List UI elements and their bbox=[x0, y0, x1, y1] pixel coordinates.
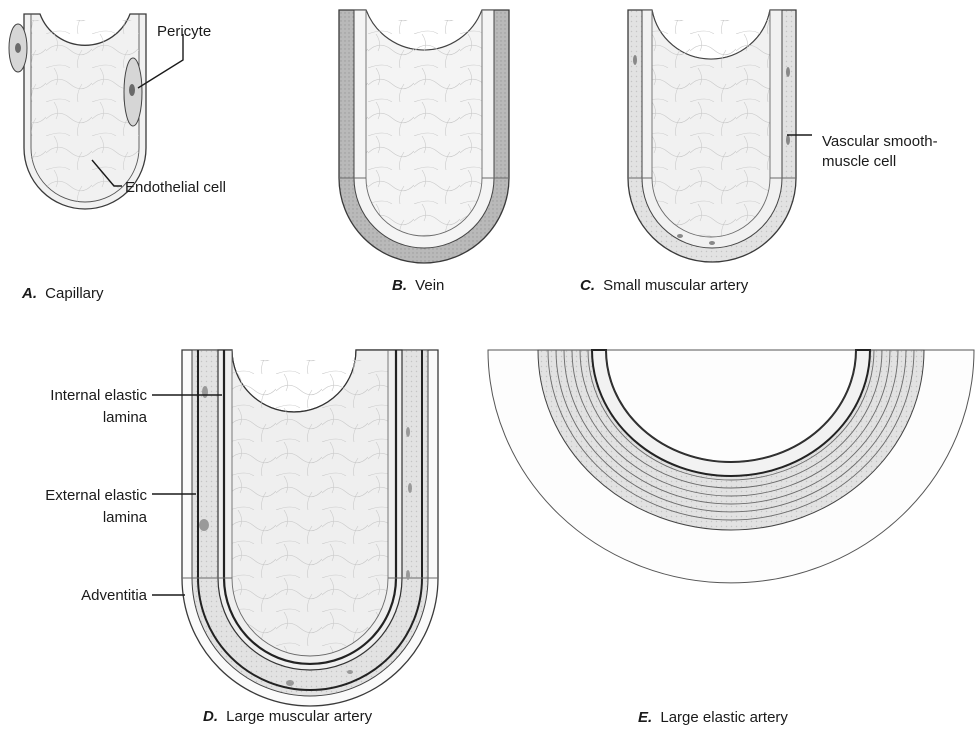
caption-a-letter: A. bbox=[21, 285, 37, 302]
caption-b: B. Vein bbox=[392, 277, 444, 294]
internal-elastic-label-line1: Internal elastic bbox=[50, 387, 147, 404]
external-elastic-label-line1: External elastic bbox=[45, 487, 147, 504]
caption-b-letter: B. bbox=[392, 277, 407, 294]
caption-a-text: Capillary bbox=[45, 285, 104, 302]
large-muscular-artery-figure bbox=[152, 350, 438, 706]
caption-d-letter: D. bbox=[203, 708, 218, 725]
endothelial-cell-label: Endothelial cell bbox=[125, 179, 226, 196]
caption-c-text: Small muscular artery bbox=[603, 277, 749, 294]
caption-e-letter: E. bbox=[638, 709, 652, 726]
caption-e-text: Large elastic artery bbox=[660, 709, 788, 726]
caption-d-text: Large muscular artery bbox=[226, 708, 372, 725]
caption-d: D. Large muscular artery bbox=[203, 708, 373, 725]
vascular-smooth-muscle-label-line2: muscle cell bbox=[822, 153, 896, 170]
caption-c: C. Small muscular artery bbox=[580, 277, 749, 294]
external-elastic-label-line2: lamina bbox=[103, 509, 148, 526]
pericyte-label: Pericyte bbox=[157, 23, 211, 40]
caption-a: A. Capillary bbox=[21, 285, 104, 302]
vein-figure bbox=[339, 10, 509, 263]
vascular-smooth-muscle-label-line1: Vascular smooth- bbox=[822, 133, 938, 150]
caption-e: E. Large elastic artery bbox=[638, 709, 788, 726]
caption-c-letter: C. bbox=[580, 277, 595, 294]
caption-b-text: Vein bbox=[415, 277, 444, 294]
adventitia-label: Adventitia bbox=[81, 587, 148, 604]
small-muscular-artery-figure bbox=[628, 10, 812, 262]
large-elastic-artery-figure bbox=[488, 350, 974, 583]
internal-elastic-label-line2: lamina bbox=[103, 409, 148, 426]
